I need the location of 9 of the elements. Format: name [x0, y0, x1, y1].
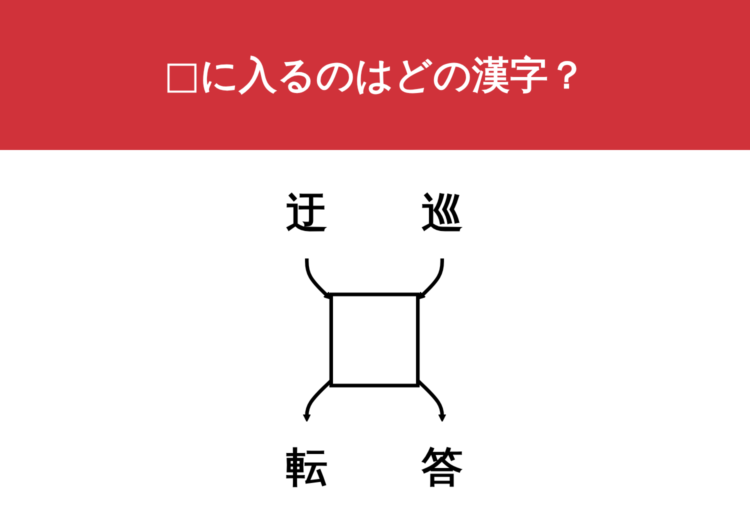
node-text: 答 — [422, 442, 464, 492]
node-box — [330, 292, 420, 388]
node-text: 迂 — [286, 188, 328, 237]
arrow — [417, 379, 447, 422]
node-text: 転 — [286, 442, 328, 492]
arrow — [306, 258, 332, 300]
title-banner: □に入るのはどの漢字？ — [0, 0, 750, 150]
arrow — [418, 258, 444, 300]
node-text: 巡 — [422, 188, 464, 237]
